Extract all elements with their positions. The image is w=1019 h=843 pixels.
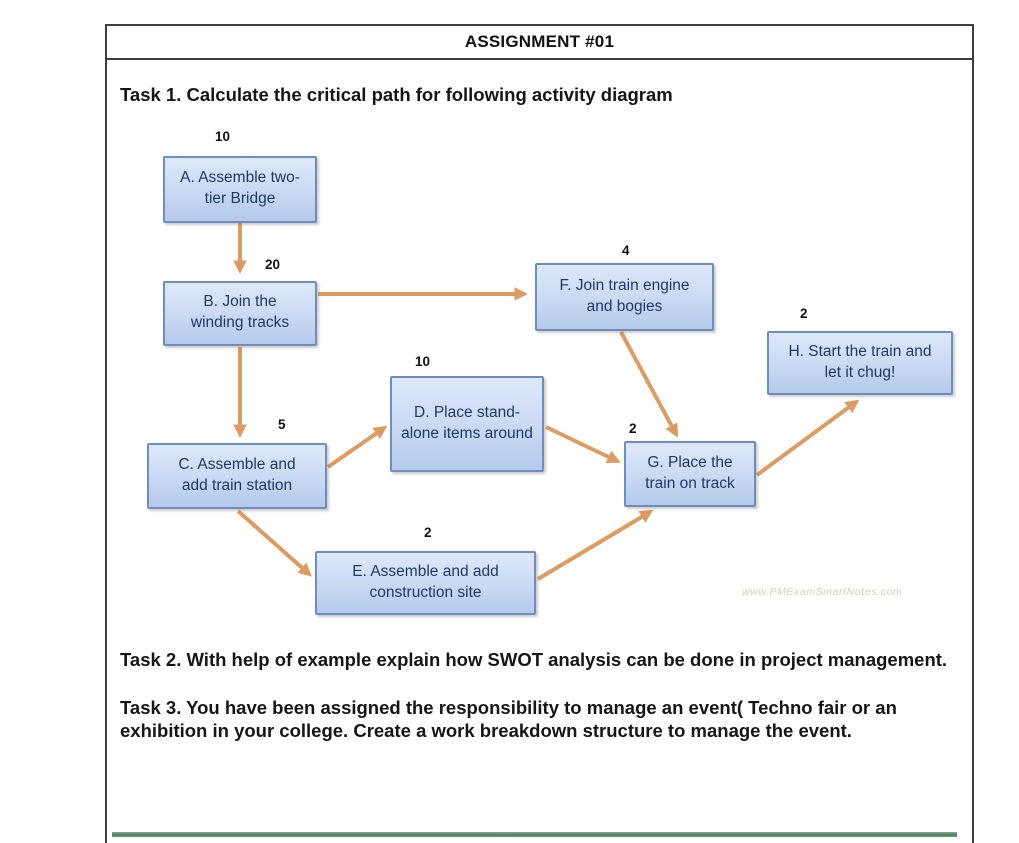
activity-box-f: F. Join train engine and bogies [535,262,714,331]
activity-node-h: 2 H. Start the train and let it chug! [767,306,953,395]
duration-label-c: 5 [278,416,286,432]
watermark-text: www.PMExamSmartNotes.com [742,585,903,598]
duration-label-e: 2 [424,524,432,540]
arrow-d-g [545,424,621,463]
activity-box-e: E. Assemble and add construction site [315,550,536,615]
activity-node-e: 2 E. Assemble and add construction site [315,525,536,615]
activity-box-b: B. Join the winding tracks [163,280,317,346]
task3-heading: Task 3. You have been assigned the respo… [120,697,897,741]
activity-box-c: C. Assemble and add train station [147,442,327,509]
task2-heading: Task 2. With help of example explain how… [120,648,948,670]
activity-node-f: 4 F. Join train engine and bogies [535,243,714,331]
arrow-c-e [236,509,313,577]
assignment-title: ASSIGNMENT #01 [464,32,615,51]
arrow-e-g [536,509,654,581]
duration-label-g: 2 [629,420,637,436]
activity-box-g: G. Place the train on track [624,440,756,507]
task1-heading: Task 1. Calculate the critical path for … [120,84,673,105]
duration-label-f: 4 [622,242,630,258]
activity-node-g: 2 G. Place the train on track [624,421,756,507]
activity-node-c: 5 C. Assemble and add train station [147,417,327,509]
duration-label-h: 2 [800,305,808,321]
arrow-c-d [326,425,388,469]
duration-label-b: 20 [265,256,281,272]
bottom-divider [112,832,957,837]
duration-label-a: 10 [215,128,231,144]
diagram-arrows-layer [233,222,860,581]
activity-node-d: 10 D. Place stand-alone items around [390,354,544,472]
arrow-g-h [755,399,860,477]
assignment-page: ASSIGNMENT #01 Task 1. Calculate the cri… [105,24,974,843]
activity-box-a: A. Assemble two-tier Bridge [163,155,317,223]
assignment-header: ASSIGNMENT #01 [107,26,972,60]
activity-box-h: H. Start the train and let it chug! [767,330,953,395]
arrow-f-g [619,330,678,438]
activity-diagram: 10 A. Assemble two-tier Bridge 20 B. Joi… [107,123,972,623]
activity-node-a: 10 A. Assemble two-tier Bridge [163,129,317,223]
duration-label-d: 10 [415,353,431,369]
activity-box-d: D. Place stand-alone items around [390,375,544,472]
activity-node-b: 20 B. Join the winding tracks [163,257,317,346]
